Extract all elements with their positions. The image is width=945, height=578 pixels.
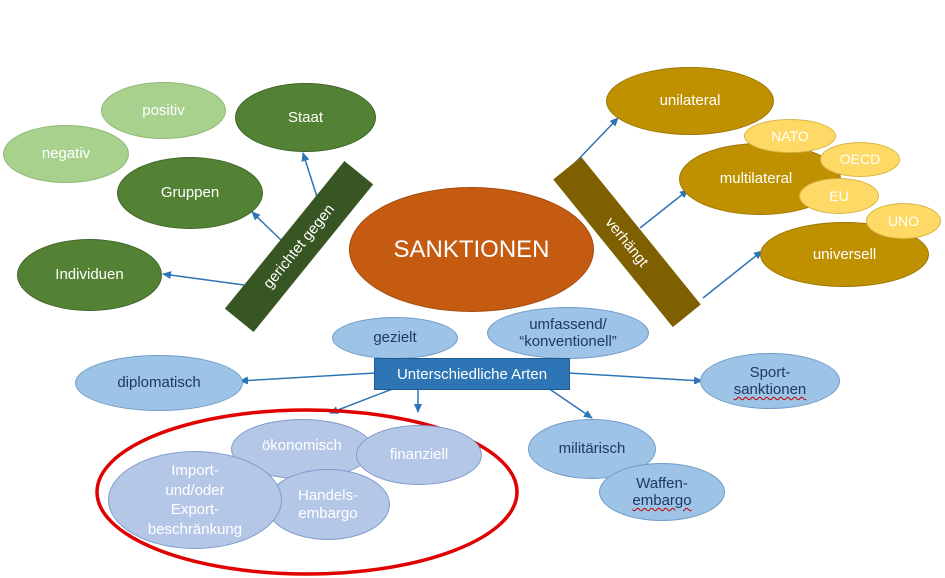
arrow-to-gruppen [251, 211, 284, 243]
node-umfassend-label: umfassend/ “konventionell” [519, 316, 617, 351]
node-nato: NATO [744, 119, 836, 153]
node-waffen-line2: embargo [632, 492, 692, 509]
arrow-to-oekonomisch [329, 387, 396, 414]
arrow-to-sport [567, 372, 703, 385]
node-umfassend-line2: “konventionell” [519, 333, 617, 350]
node-import-line4: beschränkung [147, 520, 243, 538]
arrow-to-individuen [162, 271, 245, 286]
node-uno-label: UNO [887, 212, 920, 229]
arrow-to-militaerisch [547, 387, 593, 419]
highlight-ring [95, 408, 519, 576]
node-umfassend-line1: umfassend/ [529, 315, 607, 333]
node-individuen: Individuen [17, 239, 162, 311]
arrow-to-diplomatisch [239, 372, 376, 385]
arrow-to-staat [301, 152, 319, 201]
node-import-line1: Import- [171, 462, 219, 479]
node-oekonomisch-label: ökonomisch [261, 437, 343, 455]
node-gruppen-label: Gruppen [160, 184, 220, 202]
node-finanziell-label: finanziell [389, 446, 449, 464]
node-sportsanktionen: Sport- sanktionen [700, 353, 840, 409]
node-positiv: positiv [101, 82, 226, 139]
node-gruppen: Gruppen [117, 157, 263, 229]
node-handelsembargo-label: Handels- embargo [298, 487, 358, 522]
arrow-to-multilateral [639, 189, 689, 229]
node-negativ: negativ [3, 125, 129, 183]
node-sanktionen-label: SANKTIONEN [393, 235, 550, 263]
node-eu: EU [799, 178, 879, 214]
connector-unterschiedliche-arten-label: Unterschiedliche Arten [396, 365, 548, 383]
node-sportsanktionen-label: Sport- sanktionen [734, 364, 807, 399]
node-multilateral-label: multilateral [719, 170, 793, 188]
node-staat: Staat [235, 83, 376, 152]
node-eu-label: EU [829, 187, 849, 204]
node-militaerisch-label: militärisch [558, 440, 626, 458]
connector-unterschiedliche-arten: Unterschiedliche Arten [374, 358, 570, 390]
node-finanziell: finanziell [356, 425, 482, 485]
node-nato-label: NATO [771, 127, 809, 144]
node-waffenembargo: Waffen- embargo [599, 463, 725, 521]
node-waffenembargo-label: Waffen- embargo [632, 475, 691, 510]
node-import-export: Import- und/oder Export- beschränkung [108, 451, 282, 549]
node-diplomatisch-label: diplomatisch [117, 374, 201, 392]
node-diplomatisch: diplomatisch [75, 355, 243, 411]
node-handels-line1: Handels- [297, 487, 359, 505]
node-gezielt: gezielt [332, 317, 458, 359]
node-umfassend: umfassend/ “konventionell” [487, 307, 649, 359]
node-unilateral-label: unilateral [659, 92, 721, 110]
node-unilateral: unilateral [606, 67, 774, 135]
node-handelsembargo: Handels- embargo [266, 469, 390, 540]
node-individuen-label: Individuen [55, 266, 124, 284]
node-staat-label: Staat [287, 108, 324, 126]
node-uno: UNO [866, 203, 941, 239]
node-positiv-label: positiv [142, 101, 185, 119]
node-import-line2: und/oder [165, 481, 225, 499]
node-negativ-label: negativ [41, 145, 91, 163]
node-universell-label: universell [812, 245, 877, 263]
node-oecd-label: OECD [839, 151, 881, 168]
node-sanktionen: SANKTIONEN [349, 187, 594, 312]
node-sport-line1: Sport- [749, 363, 791, 381]
node-oecd: OECD [820, 142, 900, 177]
node-gezielt-label: gezielt [373, 329, 417, 347]
node-waffen-line1: Waffen- [636, 474, 688, 492]
node-multilateral: multilateral [679, 143, 841, 215]
node-handels-line2: embargo [298, 504, 358, 522]
arrow-to-universell [702, 250, 763, 299]
node-sport-line2: sanktionen [733, 381, 807, 398]
node-import-line3: Export- [170, 501, 220, 518]
node-import-export-label: Import- und/oder Export- beschränkung [148, 461, 242, 539]
